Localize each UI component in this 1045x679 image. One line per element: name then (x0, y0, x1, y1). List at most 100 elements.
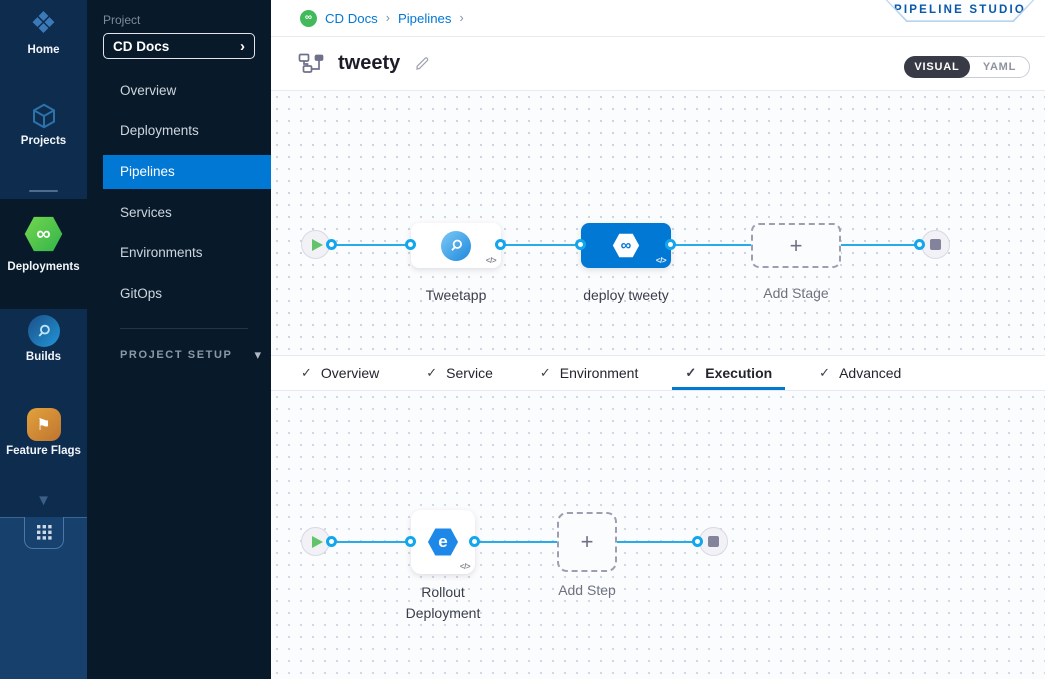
add-step-label: Add Step (527, 580, 647, 601)
module-rail: ❖ Home Projects ∞ Deployments (0, 0, 87, 679)
connector-port[interactable] (914, 239, 925, 250)
infinity-glyph: ∞ (36, 224, 50, 244)
toggle-yaml-option[interactable]: YAML (970, 57, 1029, 77)
pipeline-studio-badge-label: PIPELINE STUDIO (894, 4, 1026, 16)
build-stage-icon (441, 231, 471, 261)
rail-item-label: Home (0, 44, 87, 56)
check-icon: ✓ (426, 365, 437, 381)
connector-port[interactable] (405, 239, 416, 250)
project-selector[interactable]: CD Docs › (103, 33, 255, 59)
pipeline-studio-badge-inner: PIPELINE STUDIO (881, 0, 1039, 22)
stage-label-deploy-tweety: deploy tweety (566, 285, 686, 306)
stage-node-deploy-tweety[interactable]: ∞ </> (581, 223, 671, 268)
project-setup-label: PROJECT SETUP (120, 349, 233, 361)
add-stage-button[interactable]: + (751, 223, 841, 268)
sidebar-item-environments[interactable]: Environments (120, 235, 203, 271)
check-icon: ✓ (540, 365, 551, 381)
project-setup-toggle[interactable]: PROJECT SETUP ▾ (120, 347, 261, 363)
pipeline-end-node[interactable] (921, 230, 950, 259)
connector-port[interactable] (665, 239, 676, 250)
connector-port[interactable] (326, 536, 337, 547)
cd-module-icon: ∞ (300, 10, 317, 27)
sidebar-item-services[interactable]: Services (120, 195, 172, 231)
tab-advanced[interactable]: ✓ Advanced (806, 356, 914, 390)
tab-label: Advanced (839, 365, 901, 381)
stop-icon (930, 239, 941, 250)
connector-port[interactable] (495, 239, 506, 250)
rail-item-projects[interactable]: Projects (0, 101, 87, 147)
tab-overview[interactable]: ✓ Overview (288, 356, 392, 390)
breadcrumb-project-link[interactable]: CD Docs (325, 11, 378, 26)
plus-icon: + (790, 235, 803, 257)
flag-glyph: ⚑ (36, 415, 50, 435)
code-icon[interactable]: </> (486, 256, 496, 265)
rail-item-deployments[interactable]: ∞ Deployments (0, 199, 87, 309)
sidebar-item-overview[interactable]: Overview (120, 73, 176, 109)
stage-node-tweetapp[interactable]: </> (411, 223, 501, 268)
stage-label-tweetapp: Tweetapp (396, 285, 516, 306)
execution-canvas[interactable]: e </> + Rollout Deployment Add Step (271, 391, 1045, 679)
chevron-right-icon: › (240, 39, 245, 54)
builds-icon (28, 315, 60, 347)
rail-more-chevron-icon[interactable]: ▼ (0, 492, 87, 509)
rail-item-label: Feature Flags (0, 445, 87, 457)
stage-canvas[interactable]: </> ∞ </> + Tweetapp deploy tweety (271, 91, 1045, 355)
sidebar-item-gitops[interactable]: GitOps (120, 276, 162, 312)
rail-item-home[interactable]: ❖ Home (0, 8, 87, 56)
rail-item-label: Deployments (0, 261, 87, 273)
sidebar-item-pipelines[interactable]: Pipelines (103, 155, 271, 189)
tab-service[interactable]: ✓ Service (413, 356, 506, 390)
page-title: tweety (338, 52, 400, 75)
stage-config-tabs: ✓ Overview ✓ Service ✓ Environment ✓ Exe… (271, 355, 1045, 391)
execution-end-node[interactable] (699, 527, 728, 556)
pipeline-title-bar: tweety VISUAL YAML (271, 37, 1045, 91)
toggle-visual-option[interactable]: VISUAL (904, 56, 970, 78)
grid-icon (37, 525, 52, 540)
rail-item-feature-flags[interactable]: ⚑ Feature Flags (0, 408, 87, 457)
tab-execution[interactable]: ✓ Execution (672, 356, 785, 390)
tab-label: Overview (321, 365, 379, 381)
visual-yaml-toggle[interactable]: VISUAL YAML (904, 56, 1030, 78)
check-icon: ✓ (301, 365, 312, 381)
connector-port[interactable] (326, 239, 337, 250)
panel-divider (120, 328, 248, 329)
step-connector-line (332, 541, 698, 543)
tab-label: Environment (560, 365, 639, 381)
check-icon: ✓ (819, 365, 830, 381)
breadcrumb-pipelines-link[interactable]: Pipelines (398, 11, 452, 26)
projects-icon (0, 101, 87, 131)
connector-port[interactable] (469, 536, 480, 547)
project-label: Project (103, 13, 140, 27)
rail-bottom-section (0, 517, 87, 679)
rail-item-builds[interactable]: Builds (0, 315, 87, 363)
tab-label: Service (446, 365, 493, 381)
rail-divider (29, 190, 58, 192)
home-icon: ❖ (0, 8, 87, 40)
chevron-down-icon: ▾ (255, 347, 262, 363)
edit-pencil-icon[interactable] (414, 55, 431, 72)
connector-port[interactable] (405, 536, 416, 547)
deployments-icon: ∞ (24, 215, 64, 253)
code-icon[interactable]: </> (656, 256, 666, 265)
pipeline-studio-badge: PIPELINE STUDIO (881, 0, 1039, 22)
check-icon: ✓ (685, 365, 696, 381)
step-node-rollout-deployment[interactable]: e </> (411, 510, 475, 574)
rail-item-label: Projects (0, 135, 87, 147)
breadcrumb-separator: › (459, 11, 463, 25)
code-icon[interactable]: </> (460, 562, 470, 571)
tab-environment[interactable]: ✓ Environment (527, 356, 652, 390)
infinity-glyph: ∞ (621, 238, 632, 253)
step-label-rollout-deployment: Rollout Deployment (388, 582, 498, 624)
all-modules-button[interactable] (24, 517, 64, 549)
infinity-glyph: ∞ (305, 13, 312, 23)
rollout-deployment-icon: e (427, 527, 459, 557)
rollout-glyph: e (438, 533, 447, 550)
add-step-button[interactable]: + (557, 512, 617, 572)
sidebar-item-deployments[interactable]: Deployments (120, 113, 199, 149)
connector-port[interactable] (575, 239, 586, 250)
add-stage-label: Add Stage (736, 283, 856, 304)
breadcrumb-separator: › (386, 11, 390, 25)
connector-port[interactable] (692, 536, 703, 547)
feature-flags-icon: ⚑ (27, 408, 61, 441)
